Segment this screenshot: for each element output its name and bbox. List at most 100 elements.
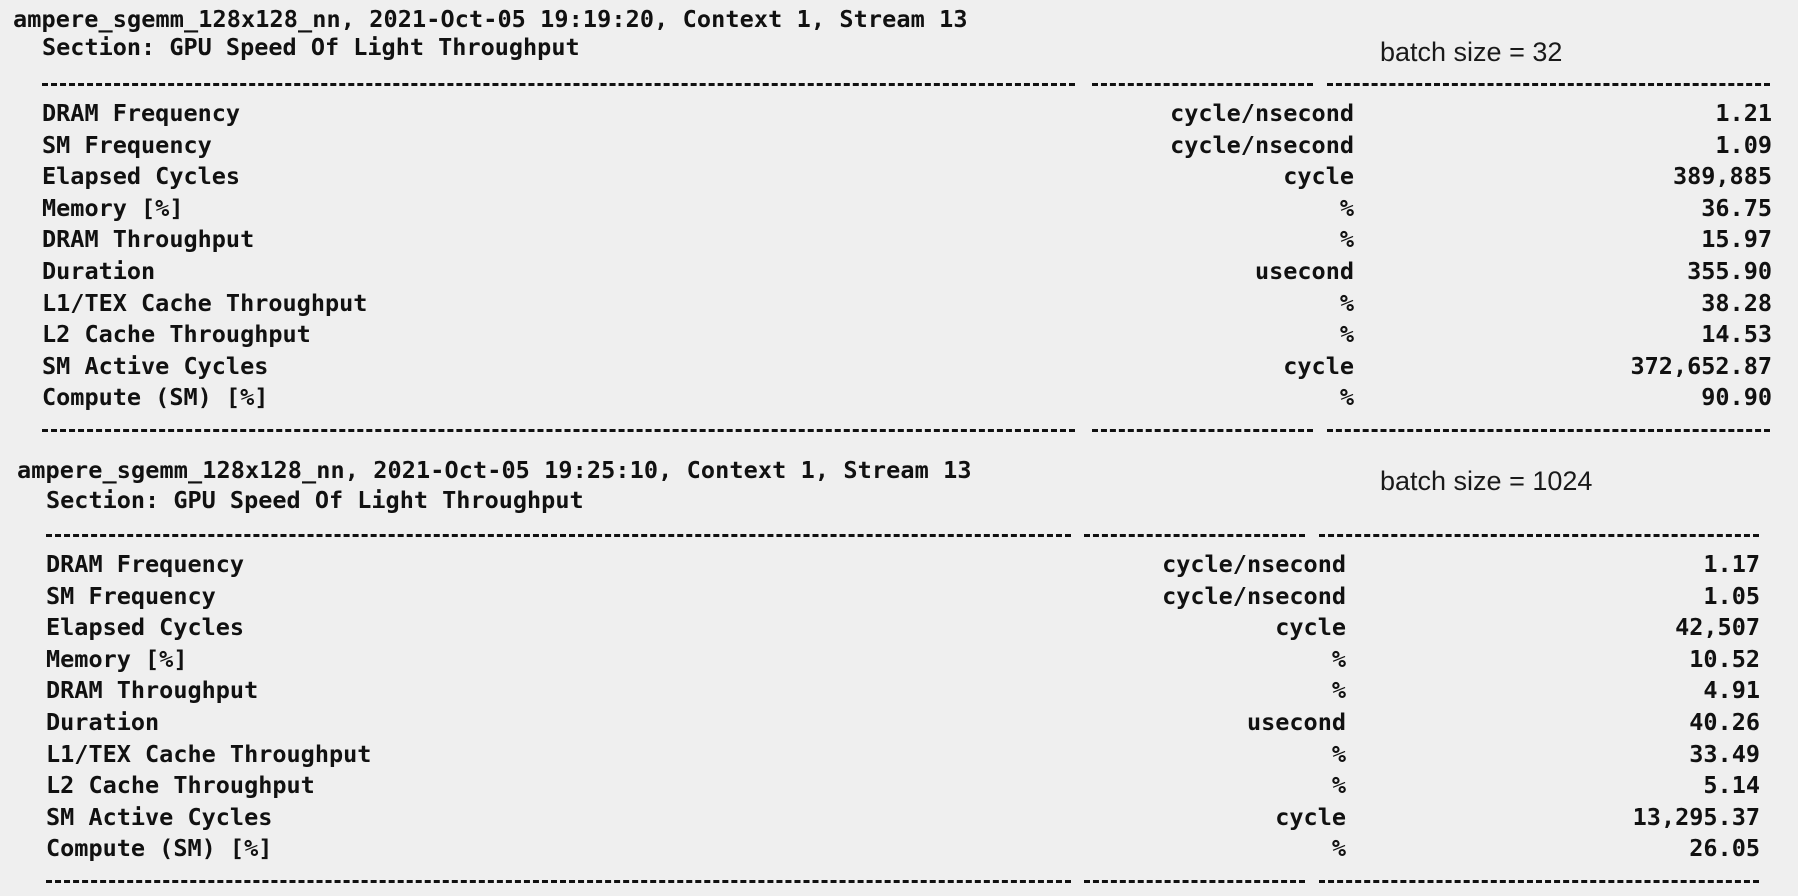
table-row: Duration usecond 355.90 xyxy=(42,256,1772,288)
metric-value: 372,652.87 xyxy=(1630,351,1772,380)
table-row: L1/TEX Cache Throughput % 33.49 xyxy=(46,739,1760,771)
metric-name: SM Active Cycles xyxy=(42,351,269,380)
table-row: L2 Cache Throughput % 14.53 xyxy=(42,319,1772,351)
metric-name: Memory [%] xyxy=(42,193,184,222)
metric-unit: cycle/nsecond xyxy=(1170,130,1354,159)
metric-unit: cycle/nsecond xyxy=(1162,581,1346,610)
metric-unit: % xyxy=(1339,225,1354,254)
separator-value-column xyxy=(1327,83,1770,86)
metric-name: Elapsed Cycles xyxy=(46,613,245,642)
metric-value: 90.90 xyxy=(1701,383,1772,412)
kernel-header: ampere_sgemm_128x128_nn, 2021-Oct-05 19:… xyxy=(17,456,972,484)
metric-value: 1.21 xyxy=(1715,99,1772,127)
metric-unit: cycle xyxy=(1283,162,1354,191)
table-row: Elapsed Cycles cycle 389,885 xyxy=(42,161,1772,193)
section-title: Section: GPU Speed Of Light Throughput xyxy=(42,33,580,61)
metric-name: Elapsed Cycles xyxy=(42,162,241,191)
table-row: Elapsed Cycles cycle 42,507 xyxy=(46,612,1760,644)
metric-value: 10.52 xyxy=(1689,644,1760,673)
table-row: Compute (SM) [%] % 26.05 xyxy=(46,833,1760,865)
table-row: DRAM Frequency cycle/nsecond 1.21 xyxy=(42,98,1772,130)
metric-value: 1.05 xyxy=(1703,581,1760,610)
profiler-report-1: ampere_sgemm_128x128_nn, 2021-Oct-05 19:… xyxy=(0,0,1798,440)
metric-value: 33.49 xyxy=(1689,739,1760,768)
metric-unit: % xyxy=(1331,739,1346,768)
metric-value: 1.09 xyxy=(1715,130,1772,159)
batch-size-note: batch size = 1024 xyxy=(1380,466,1593,496)
metric-value: 26.05 xyxy=(1689,834,1760,863)
metric-unit: % xyxy=(1339,193,1354,222)
metric-name: Memory [%] xyxy=(46,644,188,673)
metric-value: 13,295.37 xyxy=(1632,802,1760,831)
separator-value-column xyxy=(1327,429,1770,432)
table-row: DRAM Throughput % 4.91 xyxy=(46,675,1760,707)
table-row: DRAM Throughput % 15.97 xyxy=(42,224,1772,256)
metric-unit: cycle/nsecond xyxy=(1170,99,1354,127)
metric-value: 389,885 xyxy=(1672,162,1772,191)
separator-value-column xyxy=(1319,880,1759,883)
table-row: SM Active Cycles cycle 13,295.37 xyxy=(46,802,1760,834)
table-row: SM Frequency cycle/nsecond 1.09 xyxy=(42,130,1772,162)
table-row: L1/TEX Cache Throughput % 38.28 xyxy=(42,288,1772,320)
metric-unit: cycle xyxy=(1283,351,1354,380)
metric-value: 36.75 xyxy=(1701,193,1772,222)
metric-value: 15.97 xyxy=(1701,225,1772,254)
separator-unit-column xyxy=(1084,534,1305,537)
metric-value: 355.90 xyxy=(1687,257,1772,285)
metric-unit: % xyxy=(1331,676,1346,705)
metric-name: L2 Cache Throughput xyxy=(42,320,311,349)
metric-value: 42,507 xyxy=(1675,613,1760,642)
table-row: SM Frequency cycle/nsecond 1.05 xyxy=(46,581,1760,613)
profiler-report-2: ampere_sgemm_128x128_nn, 2021-Oct-05 19:… xyxy=(0,451,1798,891)
table-row: L2 Cache Throughput % 5.14 xyxy=(46,770,1760,802)
metric-value: 38.28 xyxy=(1701,288,1772,317)
separator-unit-column xyxy=(1084,880,1305,883)
metric-name: L1/TEX Cache Throughput xyxy=(46,739,372,768)
metric-unit: % xyxy=(1339,383,1354,412)
metric-unit: % xyxy=(1331,644,1346,673)
metric-value: 14.53 xyxy=(1701,320,1772,349)
metric-name: SM Active Cycles xyxy=(46,802,273,831)
metric-value: 40.26 xyxy=(1689,708,1760,736)
metric-unit: usecond xyxy=(1254,257,1354,285)
table-row: Memory [%] % 36.75 xyxy=(42,193,1772,225)
metric-unit: cycle/nsecond xyxy=(1162,550,1346,578)
separator-name-column xyxy=(46,880,1071,883)
metric-unit: cycle xyxy=(1275,802,1346,831)
separator-value-column xyxy=(1319,534,1759,537)
metric-name: Duration xyxy=(46,708,160,736)
table-row: DRAM Frequency cycle/nsecond 1.17 xyxy=(46,549,1760,581)
metric-unit: % xyxy=(1339,288,1354,317)
metric-name: L2 Cache Throughput xyxy=(46,771,315,800)
metric-unit: usecond xyxy=(1246,708,1346,736)
metric-name: DRAM Throughput xyxy=(42,225,255,254)
metric-unit: cycle xyxy=(1275,613,1346,642)
separator-name-column xyxy=(46,534,1071,537)
metric-unit: % xyxy=(1339,320,1354,349)
kernel-header: ampere_sgemm_128x128_nn, 2021-Oct-05 19:… xyxy=(13,5,968,33)
table-row: Memory [%] % 10.52 xyxy=(46,644,1760,676)
metric-value: 1.17 xyxy=(1703,550,1760,578)
metric-name: Compute (SM) [%] xyxy=(46,834,273,863)
metric-value: 5.14 xyxy=(1703,771,1760,800)
metric-unit: % xyxy=(1331,771,1346,800)
table-row: Compute (SM) [%] % 90.90 xyxy=(42,382,1772,414)
table-row: Duration usecond 40.26 xyxy=(46,707,1760,739)
metric-name: Compute (SM) [%] xyxy=(42,383,269,412)
separator-unit-column xyxy=(1092,83,1313,86)
separator-unit-column xyxy=(1092,429,1313,432)
separator-name-column xyxy=(42,429,1075,432)
metric-name: DRAM Throughput xyxy=(46,676,259,705)
metric-name: DRAM Frequency xyxy=(42,99,241,127)
metric-value: 4.91 xyxy=(1703,676,1760,705)
metric-name: Duration xyxy=(42,257,156,285)
metric-unit: % xyxy=(1331,834,1346,863)
metric-name: DRAM Frequency xyxy=(46,550,245,578)
metric-name: L1/TEX Cache Throughput xyxy=(42,288,368,317)
metric-name: SM Frequency xyxy=(46,581,216,610)
section-title: Section: GPU Speed Of Light Throughput xyxy=(46,486,584,514)
batch-size-note: batch size = 32 xyxy=(1380,37,1563,67)
separator-name-column xyxy=(42,83,1075,86)
metric-name: SM Frequency xyxy=(42,130,212,159)
table-row: SM Active Cycles cycle 372,652.87 xyxy=(42,351,1772,383)
